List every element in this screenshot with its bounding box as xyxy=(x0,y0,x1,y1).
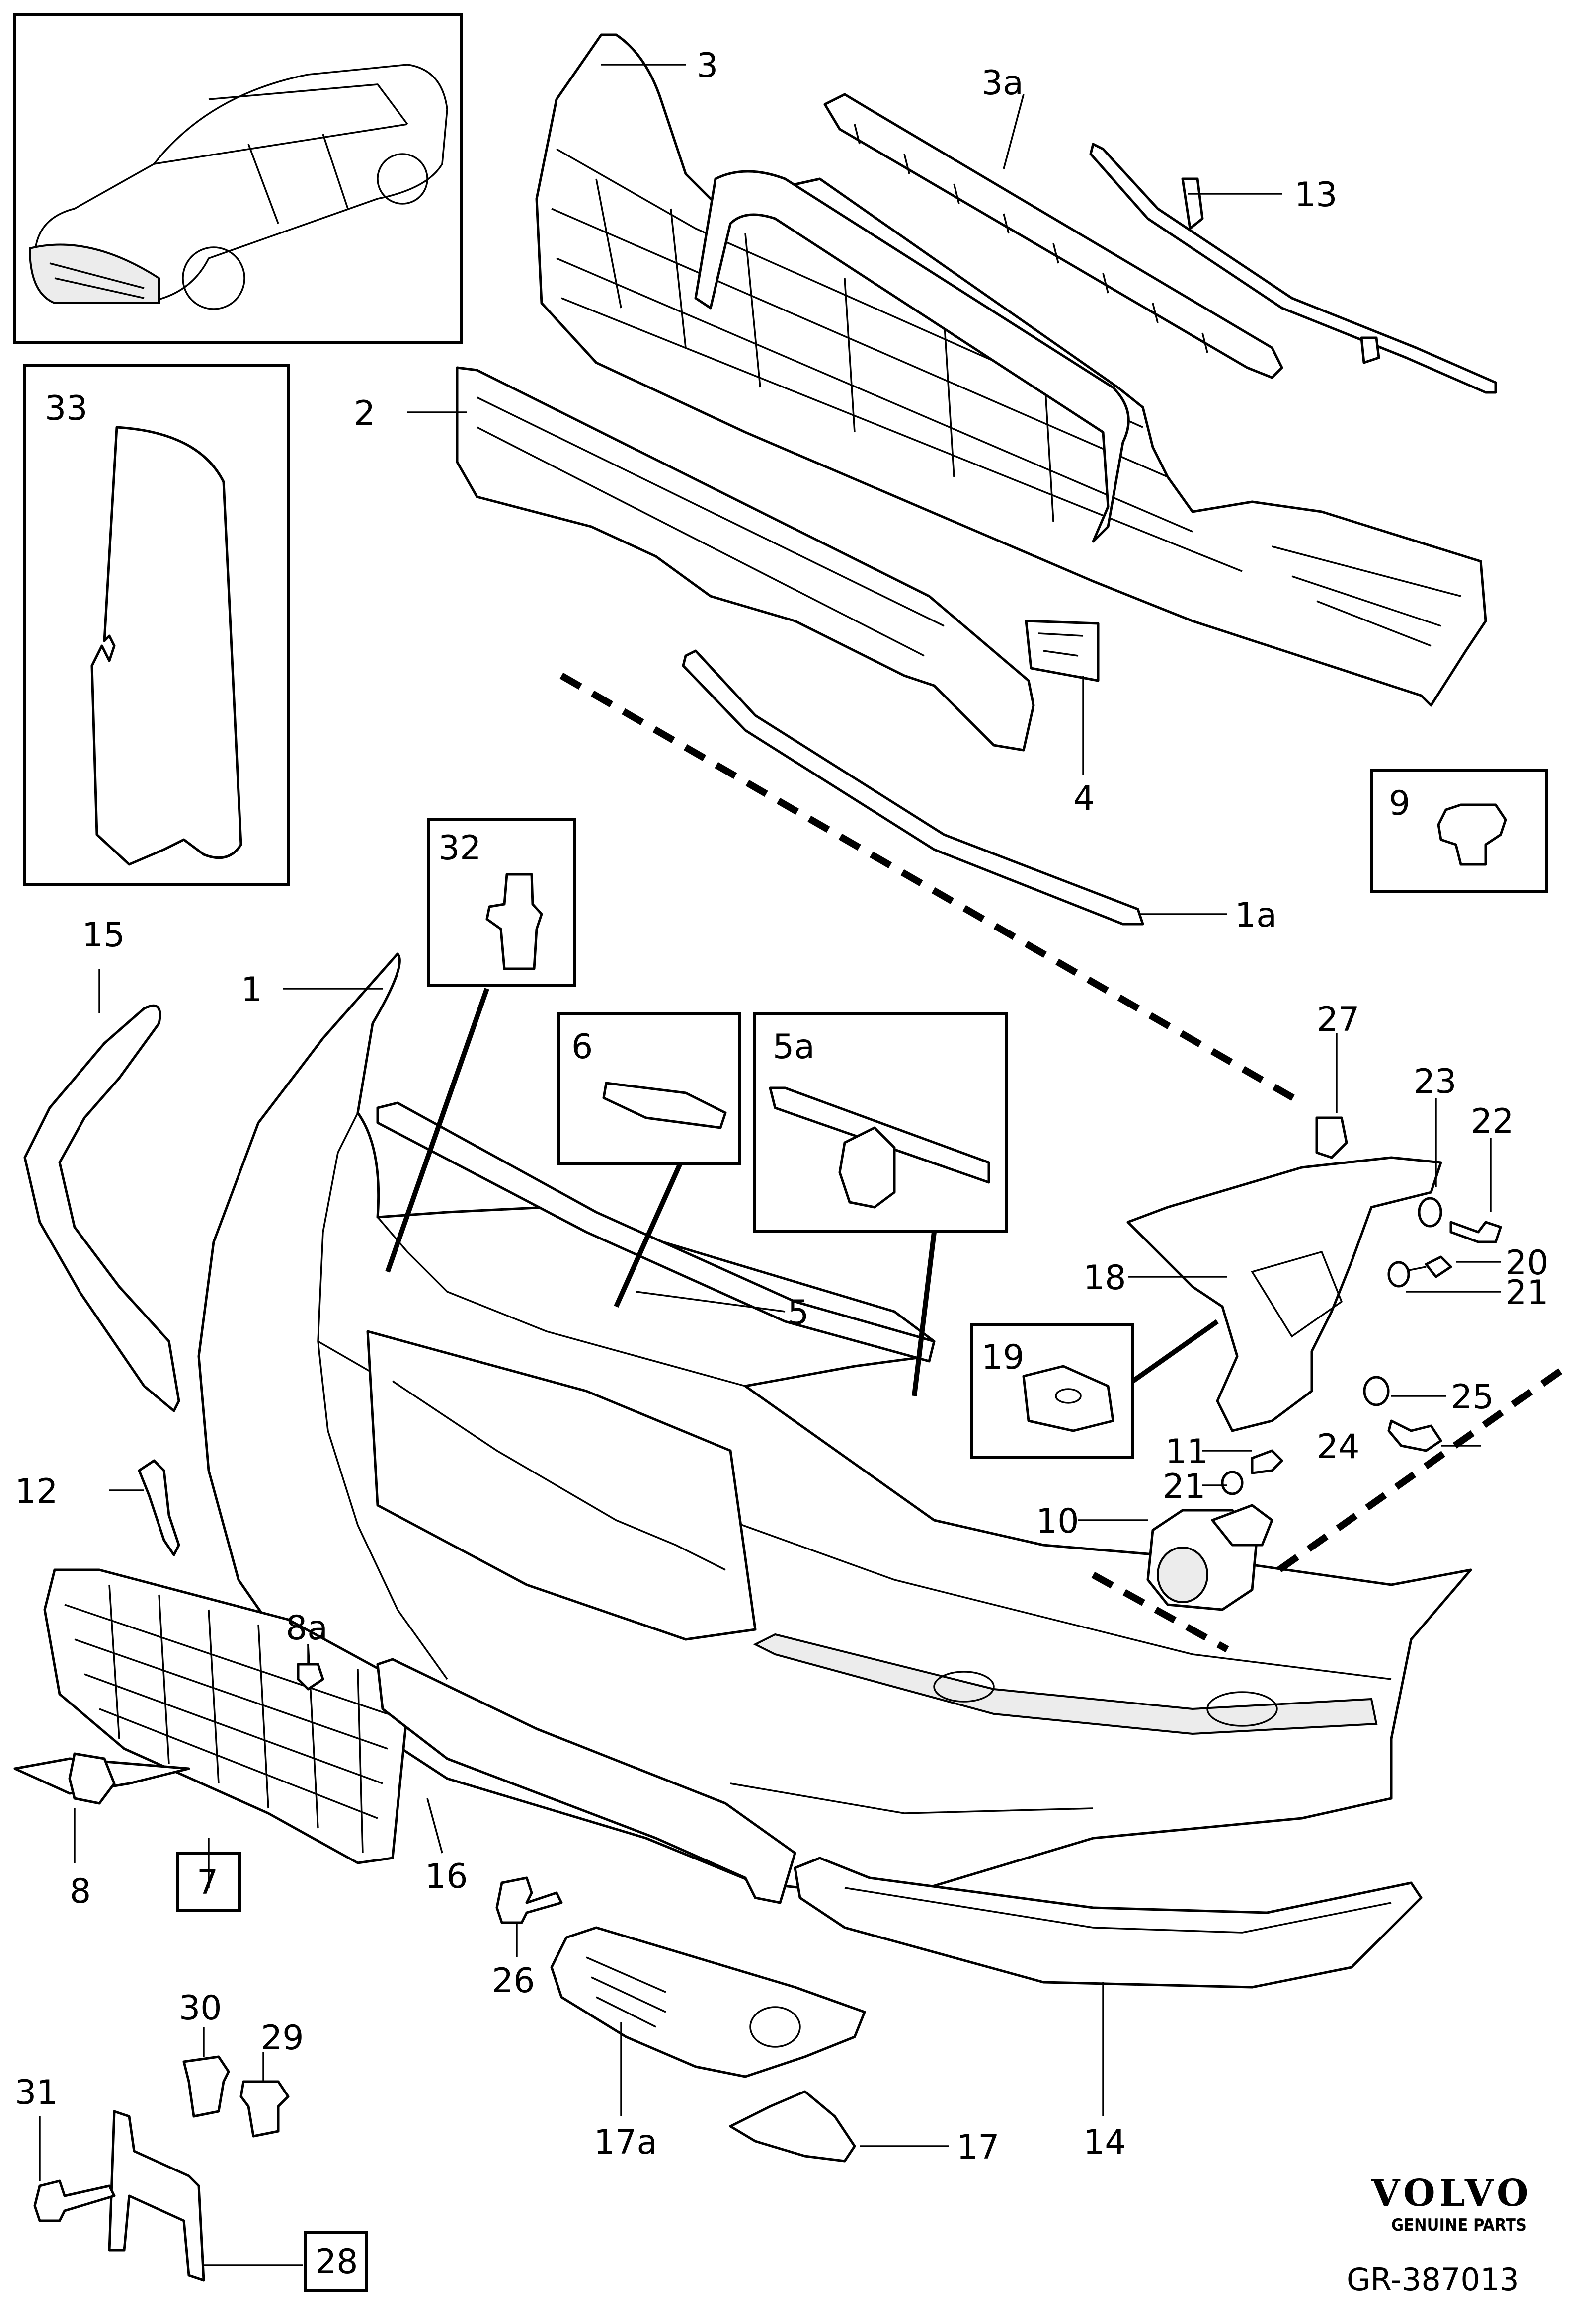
callout-18: 18 xyxy=(1083,1258,1126,1298)
part-3-carrier xyxy=(535,33,1487,707)
part-7-grille xyxy=(43,1568,409,1864)
part-16-strip xyxy=(376,1658,796,1904)
callout-15: 15 xyxy=(82,916,125,955)
callout-1a: 1a xyxy=(1235,896,1277,935)
part-1-bumper-cover xyxy=(197,952,1472,1899)
callout-31: 31 xyxy=(15,2073,58,2112)
part-8a-clip xyxy=(297,1663,324,1691)
callout-8: 8 xyxy=(70,1872,91,1911)
part-25-washer xyxy=(1363,1376,1390,1406)
part-17-cover xyxy=(729,2090,856,2163)
part-31-screw xyxy=(33,2179,116,2222)
document-id: GR-387013 xyxy=(1347,2261,1519,2298)
brand-block: VOLVO GENUINE PARTS GR-387013 xyxy=(1347,2172,1532,2298)
callout-17a: 17a xyxy=(594,2123,657,2162)
callout-32: 32 xyxy=(438,829,481,868)
part-11-bolt xyxy=(1251,1449,1283,1474)
callout-4: 4 xyxy=(1073,779,1095,818)
callout-25: 25 xyxy=(1451,1378,1494,1417)
part-9-box: 9 xyxy=(1370,769,1548,893)
callout-33: 33 xyxy=(45,389,88,428)
part-17a-fog-grille xyxy=(550,1926,866,2078)
callout-6: 6 xyxy=(571,1027,593,1067)
callout-2: 2 xyxy=(354,394,375,433)
part-4-bracket xyxy=(1025,620,1100,682)
callout-19: 19 xyxy=(981,1338,1025,1377)
part-15-trim xyxy=(23,1004,180,1412)
callout-12: 12 xyxy=(15,1472,58,1511)
callout-1: 1 xyxy=(241,970,262,1009)
callout-14: 14 xyxy=(1083,2123,1126,2162)
part-32-box: 32 xyxy=(427,818,576,987)
callout-5: 5 xyxy=(788,1293,809,1332)
part-8-emblem xyxy=(13,1752,190,1805)
part-12-cap xyxy=(138,1459,180,1556)
callout-30: 30 xyxy=(179,1989,222,2028)
callout-29: 29 xyxy=(261,2018,304,2058)
callout-9: 9 xyxy=(1389,784,1410,823)
callout-7: 7 xyxy=(197,1863,218,1902)
callout-7-box xyxy=(176,1852,241,1912)
callout-labels: 3 3a 13 2 4 1a 1 15 5 27 23 22 18 20 21 … xyxy=(15,46,1549,2292)
part-6-box: 6 xyxy=(557,1012,741,1165)
part-10-fog-lamp xyxy=(1146,1504,1273,1611)
part-22-bolt xyxy=(1449,1221,1502,1243)
callout-21-upper: 21 xyxy=(1506,1273,1549,1313)
part-5a-box: 5a xyxy=(753,1012,1008,1233)
callout-28-box xyxy=(304,2231,368,2292)
fasteners-right xyxy=(1221,1197,1502,1495)
callout-11: 11 xyxy=(1165,1432,1208,1472)
callout-16: 16 xyxy=(425,1857,468,1896)
callout-10: 10 xyxy=(1036,1502,1079,1541)
vehicle-thumbnail xyxy=(13,13,463,344)
part-13-rail xyxy=(1089,143,1497,394)
part-3a-strip xyxy=(823,93,1283,379)
part-24-bolt xyxy=(1387,1419,1442,1452)
part-5-strip xyxy=(376,1101,936,1363)
volvo-logo: VOLVO xyxy=(1371,2172,1532,2215)
part-28-bracket xyxy=(108,2110,205,2282)
callout-24: 24 xyxy=(1317,1427,1360,1467)
part-29-clip xyxy=(239,2080,290,2138)
callout-21-lower: 21 xyxy=(1163,1467,1206,1506)
callout-27: 27 xyxy=(1317,1000,1360,1039)
callout-23: 23 xyxy=(1414,1062,1457,1101)
assembly-dashed-lines xyxy=(559,672,1563,1653)
callout-20: 20 xyxy=(1506,1243,1549,1283)
part-26-bolt xyxy=(495,1876,563,1924)
part-21-washer-upper xyxy=(1387,1261,1410,1288)
part-20-bolt xyxy=(1425,1255,1452,1278)
part-33-box: 33 xyxy=(23,364,290,886)
callout-3a: 3a xyxy=(981,64,1024,103)
genuine-parts-text: GENUINE PARTS xyxy=(1391,2215,1527,2235)
callout-8a: 8a xyxy=(286,1609,328,1648)
part-30-clip xyxy=(182,2055,230,2118)
part-18-bracket xyxy=(1126,1116,1442,1432)
callout-28: 28 xyxy=(315,2243,358,2282)
part-2-absorber xyxy=(456,366,1035,752)
callout-13: 13 xyxy=(1294,175,1338,215)
callout-5a: 5a xyxy=(773,1027,815,1067)
callout-22: 22 xyxy=(1471,1102,1514,1141)
part-14-spoiler xyxy=(794,1857,1423,1989)
callout-26: 26 xyxy=(492,1961,535,2001)
callout-3: 3 xyxy=(697,46,718,85)
part-21-washer-lower xyxy=(1221,1471,1244,1495)
part-1a-strip xyxy=(682,649,1144,926)
part-19-box: 19 xyxy=(970,1323,1134,1459)
part-23-washer xyxy=(1418,1197,1442,1228)
leader-lines xyxy=(39,64,1501,2266)
callout-17: 17 xyxy=(956,2128,1000,2167)
